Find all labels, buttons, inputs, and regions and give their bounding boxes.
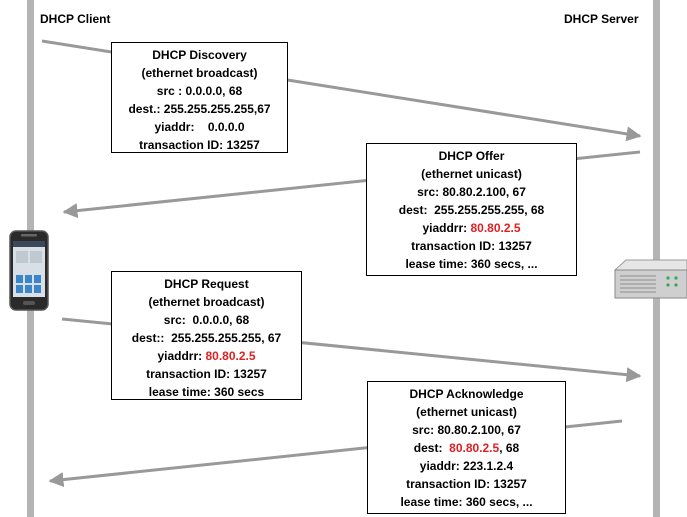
- message-title: DHCP Offer: [438, 149, 505, 163]
- offer-message-box: DHCP Offer (ethernet unicast) src: 80.80…: [366, 143, 577, 276]
- offered-ip: 80.80.2.5: [470, 221, 521, 235]
- transaction-id-line: transaction ID: 13257: [406, 477, 527, 491]
- lease-time-line: lease time: 360 secs, ...: [405, 257, 538, 271]
- yiaddr-line: yiaddr: 223.1.2.4: [419, 459, 514, 473]
- dest-line: dest: 255.255.255.255, 68: [398, 203, 545, 217]
- src-line: src: 80.80.2.100, 67: [417, 185, 526, 199]
- message-title: DHCP Discovery: [152, 48, 247, 62]
- yiaddr-line: yiaddrr: 80.80.2.5: [422, 221, 521, 235]
- transaction-id-line: transaction ID: 13257: [411, 239, 532, 253]
- message-mode: (ethernet broadcast): [148, 295, 265, 309]
- lease-time-line: lease time: 360 secs: [148, 385, 265, 399]
- router-icon: [613, 259, 687, 299]
- request-message-box: DHCP Request (ethernet broadcast) src: 0…: [111, 271, 302, 400]
- dest-line: dest: 80.80.2.5, 68: [413, 441, 520, 455]
- yiaddr-line: yiaddrr: 80.80.2.5: [157, 349, 256, 363]
- message-title: DHCP Request: [164, 277, 249, 291]
- transaction-id-line: transaction ID: 13257: [139, 138, 260, 152]
- message-mode: (ethernet unicast): [416, 405, 517, 419]
- transaction-id-line: transaction ID: 13257: [146, 367, 267, 381]
- message-mode: (ethernet broadcast): [141, 66, 258, 80]
- message-title: DHCP Acknowledge: [409, 387, 524, 401]
- lease-time-line: lease time: 360 secs, ...: [400, 495, 533, 509]
- dest-line: dest:: 255.255.255.255, 67: [131, 331, 282, 345]
- src-line: src: 80.80.2.100, 67: [412, 423, 521, 437]
- requested-ip: 80.80.2.5: [205, 349, 256, 363]
- assigned-ip: 80.80.2.5: [449, 441, 500, 455]
- src-line: src: 0.0.0.0, 68: [163, 313, 250, 327]
- dest-line: dest.: 255.255.255.255,67: [128, 102, 271, 116]
- message-mode: (ethernet unicast): [421, 167, 522, 181]
- src-line: src : 0.0.0.0, 68: [156, 84, 243, 98]
- smartphone-icon: [9, 230, 49, 311]
- acknowledge-message-box: DHCP Acknowledge (ethernet unicast) src:…: [367, 381, 566, 514]
- server-lifeline: [653, 0, 660, 517]
- yiaddr-line: yiaddr: 0.0.0.0: [154, 120, 245, 134]
- discovery-message-box: DHCP Discovery (ethernet broadcast) src …: [111, 42, 288, 153]
- client-label: DHCP Client: [40, 12, 111, 26]
- server-label: DHCP Server: [564, 12, 639, 26]
